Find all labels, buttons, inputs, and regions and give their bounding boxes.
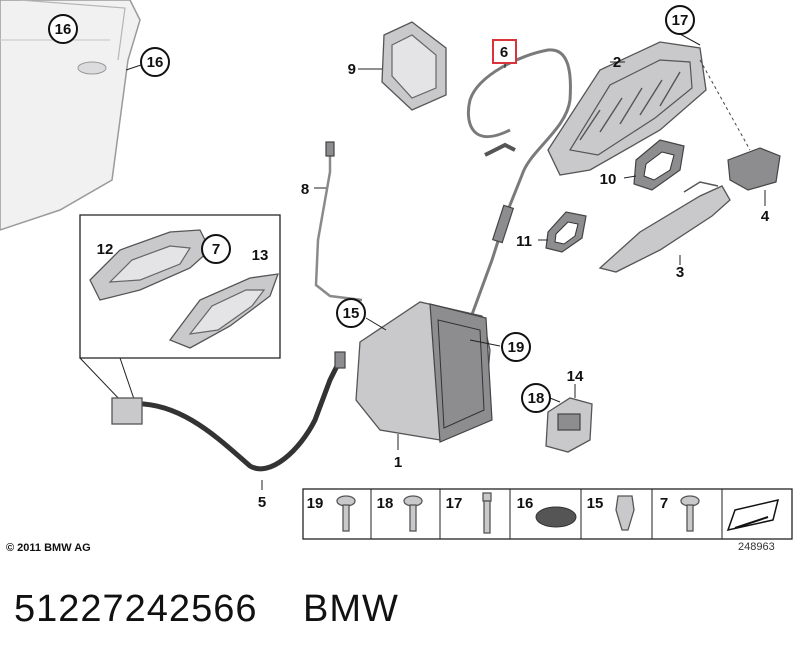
hardware-strip: 19 18 17 16 15 7	[302, 488, 793, 540]
part-8-rod	[314, 141, 363, 302]
callout-13: 13	[252, 247, 269, 264]
callout-5: 5	[258, 494, 266, 511]
hardware-label-16: 16	[517, 495, 534, 512]
hardware-label-7: 7	[660, 495, 668, 512]
callout-2: 2	[613, 54, 621, 71]
hardware-label-19: 19	[307, 495, 324, 512]
part-1-door-lock	[355, 301, 493, 450]
callout-15: 15	[336, 298, 366, 328]
svg-text:16: 16	[55, 21, 72, 38]
door-panel	[0, 0, 141, 231]
svg-text:17: 17	[672, 12, 689, 29]
footer: 51227242566 BMW	[14, 588, 399, 631]
part-number: 51227242566	[14, 588, 258, 630]
screw-19-icon	[336, 495, 356, 532]
callout-16a: 16	[48, 14, 78, 44]
callout-9: 9	[348, 61, 356, 78]
callout-1: 1	[394, 454, 402, 471]
callout-6: 6	[492, 39, 517, 64]
callout-14: 14	[567, 368, 584, 385]
diagram-id: 248963	[738, 541, 775, 553]
part-3-outer-handle	[598, 181, 731, 273]
part-2-handle-carrier	[547, 33, 707, 176]
callout-4: 4	[761, 208, 770, 225]
part-11-seal	[538, 211, 587, 253]
screw-7-icon	[680, 495, 700, 532]
callout-18: 18	[521, 383, 551, 413]
part-6-cable	[448, 48, 572, 381]
callout-11: 11	[516, 233, 532, 250]
svg-text:15: 15	[343, 305, 360, 322]
screw-18-icon	[403, 495, 423, 532]
hardware-label-18: 18	[377, 495, 394, 512]
callout-16b: 16	[125, 47, 170, 77]
direction-arrow-icon	[726, 498, 780, 532]
callout-17: 17	[665, 5, 695, 35]
hardware-label-15: 15	[587, 495, 604, 512]
part-4-cap	[727, 147, 781, 206]
part-5-cable	[111, 351, 346, 490]
part-14-striker	[545, 384, 593, 453]
svg-text:6: 6	[500, 44, 508, 61]
svg-text:7: 7	[212, 241, 220, 258]
exploded-parts-diagram: 16 16 17 15 19 18 7 6 9 2 10 4 8 11 3 12…	[0, 0, 793, 540]
copyright-notice: © 2011 BMW AG	[6, 542, 91, 554]
brand-name: BMW	[303, 588, 399, 630]
hardware-label-17: 17	[446, 495, 463, 512]
svg-text:18: 18	[528, 390, 545, 407]
plug-16-icon	[535, 506, 577, 528]
callout-7: 7	[201, 234, 231, 264]
callout-8: 8	[301, 181, 309, 198]
callout-19: 19	[501, 332, 531, 362]
callout-12: 12	[97, 241, 114, 258]
bolt-17-icon	[482, 492, 492, 534]
callout-3: 3	[676, 264, 684, 281]
callout-10: 10	[600, 171, 617, 188]
svg-text:19: 19	[508, 339, 525, 356]
part-9-bracket	[358, 21, 447, 111]
svg-text:16: 16	[147, 54, 164, 71]
part-10-gasket	[623, 139, 685, 191]
clip-15-icon	[615, 495, 635, 531]
